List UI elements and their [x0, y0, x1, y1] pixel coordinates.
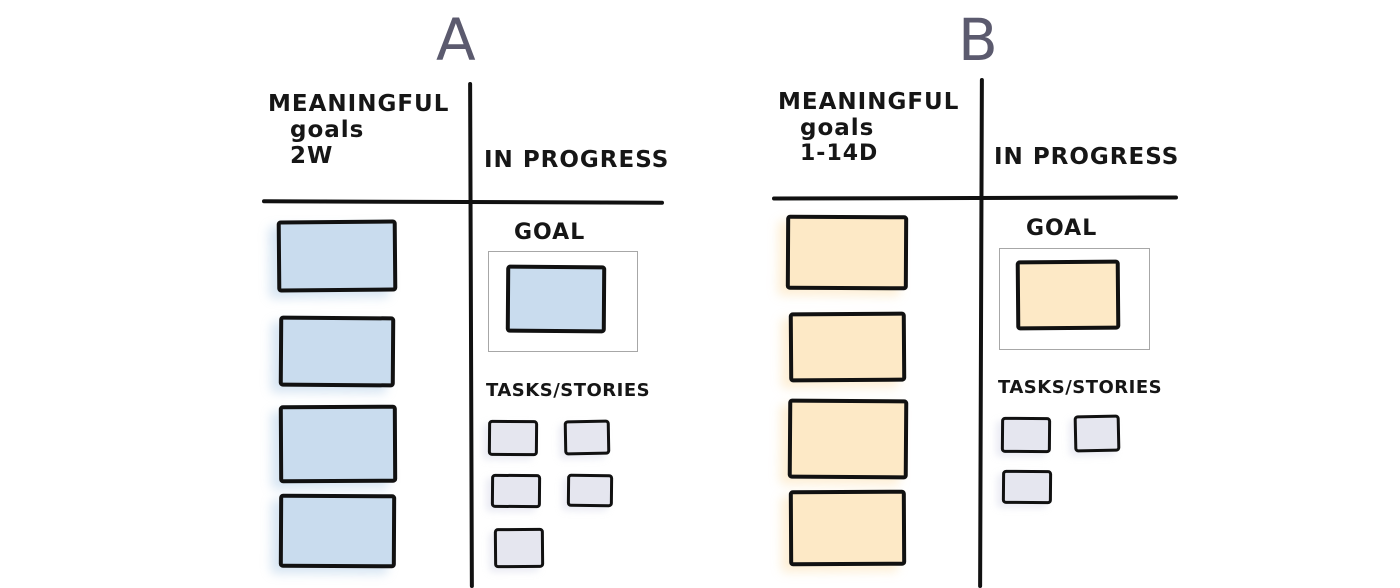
meaningful-goals-header: MEANINGFUL goals 1-14d: [778, 89, 978, 166]
task-card[interactable]: [563, 419, 611, 456]
task-card[interactable]: [1000, 416, 1052, 454]
task-card[interactable]: [1001, 469, 1053, 505]
goal-label: GOAL: [1026, 216, 1098, 241]
header-line: 2W: [290, 142, 334, 169]
goal-card[interactable]: [278, 493, 397, 569]
in-progress-header: IN PROGRESS: [484, 147, 670, 173]
column-divider: [468, 81, 474, 588]
active-goal-card[interactable]: [1015, 259, 1121, 331]
header-line: MEANINGFUL: [268, 91, 450, 117]
board-b: B MEANINGFUL goals 1-14d IN PROGRESS GOA…: [700, 0, 1400, 588]
task-card[interactable]: [1073, 414, 1121, 453]
task-card[interactable]: [493, 527, 545, 569]
tasks-label: TASKS/STORIES: [998, 377, 1163, 398]
header-line: MEANINGFUL: [778, 89, 960, 115]
meaningful-goals-header: MEANINGFUL goals 2W: [268, 91, 468, 169]
header-divider: [261, 199, 665, 205]
header-line: goals: [800, 114, 875, 141]
goal-slot: [999, 248, 1150, 350]
goal-card[interactable]: [787, 398, 909, 480]
header-line: goals: [290, 116, 365, 143]
header-divider: [771, 195, 1179, 201]
active-goal-card[interactable]: [505, 264, 607, 334]
board-letter: A: [436, 6, 477, 74]
header-line: 1-14d: [800, 140, 879, 166]
goal-card[interactable]: [788, 489, 907, 567]
board-a: A MEANINGFUL goals 2W IN PROGRESS GOAL T…: [261, 6, 670, 588]
goal-label: GOAL: [514, 220, 586, 245]
task-card[interactable]: [487, 419, 539, 457]
task-card[interactable]: [490, 473, 542, 509]
goal-card[interactable]: [278, 404, 398, 484]
goal-card[interactable]: [788, 311, 907, 383]
in-progress-header: IN PROGRESS: [994, 144, 1180, 170]
tasks-label: TASKS/STORIES: [486, 380, 651, 401]
column-divider: [978, 77, 984, 588]
task-card[interactable]: [566, 473, 614, 508]
goal-slot: [488, 251, 638, 352]
goal-card[interactable]: [278, 315, 396, 388]
board-letter: B: [958, 6, 999, 74]
goal-card[interactable]: [276, 219, 398, 293]
goal-card[interactable]: [785, 214, 909, 291]
